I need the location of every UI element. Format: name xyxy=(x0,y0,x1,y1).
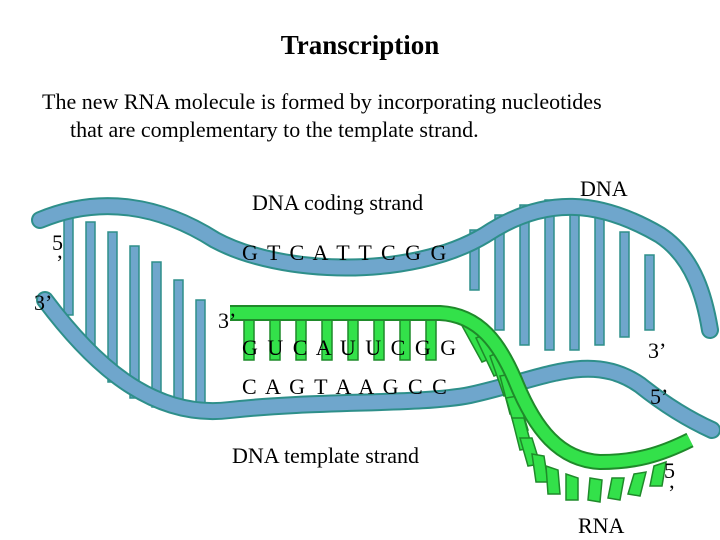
rna-label: RNA xyxy=(578,513,625,538)
right-5-prime-label: 5’ xyxy=(650,384,669,409)
description-text: The new RNA molecule is formed by incorp… xyxy=(42,88,682,144)
rna-strand xyxy=(230,305,694,503)
description-line-2: that are complementary to the template s… xyxy=(70,117,479,142)
left-5-prime-label: 5 xyxy=(52,230,63,255)
rna-3-prime-label: 3’ xyxy=(218,308,237,333)
coding-strand-sequence: G T C A T T C G G xyxy=(242,240,449,265)
dna-base-pair-rungs xyxy=(63,199,655,409)
page-title: Transcription xyxy=(280,30,440,60)
dna-label: DNA xyxy=(580,176,628,201)
left-3-prime-label: 3’ xyxy=(34,290,53,315)
dna-template-strand-label: DNA template strand xyxy=(232,443,419,468)
left-5-prime-mark: ’ xyxy=(56,250,64,275)
rna-nucleotide-teeth xyxy=(243,311,667,503)
template-strand-sequence: C A G T A A G C C xyxy=(242,374,449,399)
rna-5-prime-mark: ’ xyxy=(668,480,676,505)
rna-5-prime-label: 5 xyxy=(664,458,675,483)
right-3-prime-label: 3’ xyxy=(648,338,667,363)
dna-double-helix xyxy=(31,197,720,439)
description-line-1: The new RNA molecule is formed by incorp… xyxy=(42,89,602,114)
dna-coding-strand-label: DNA coding strand xyxy=(252,190,424,215)
rna-sequence: G U C A U U C G G xyxy=(242,335,459,360)
